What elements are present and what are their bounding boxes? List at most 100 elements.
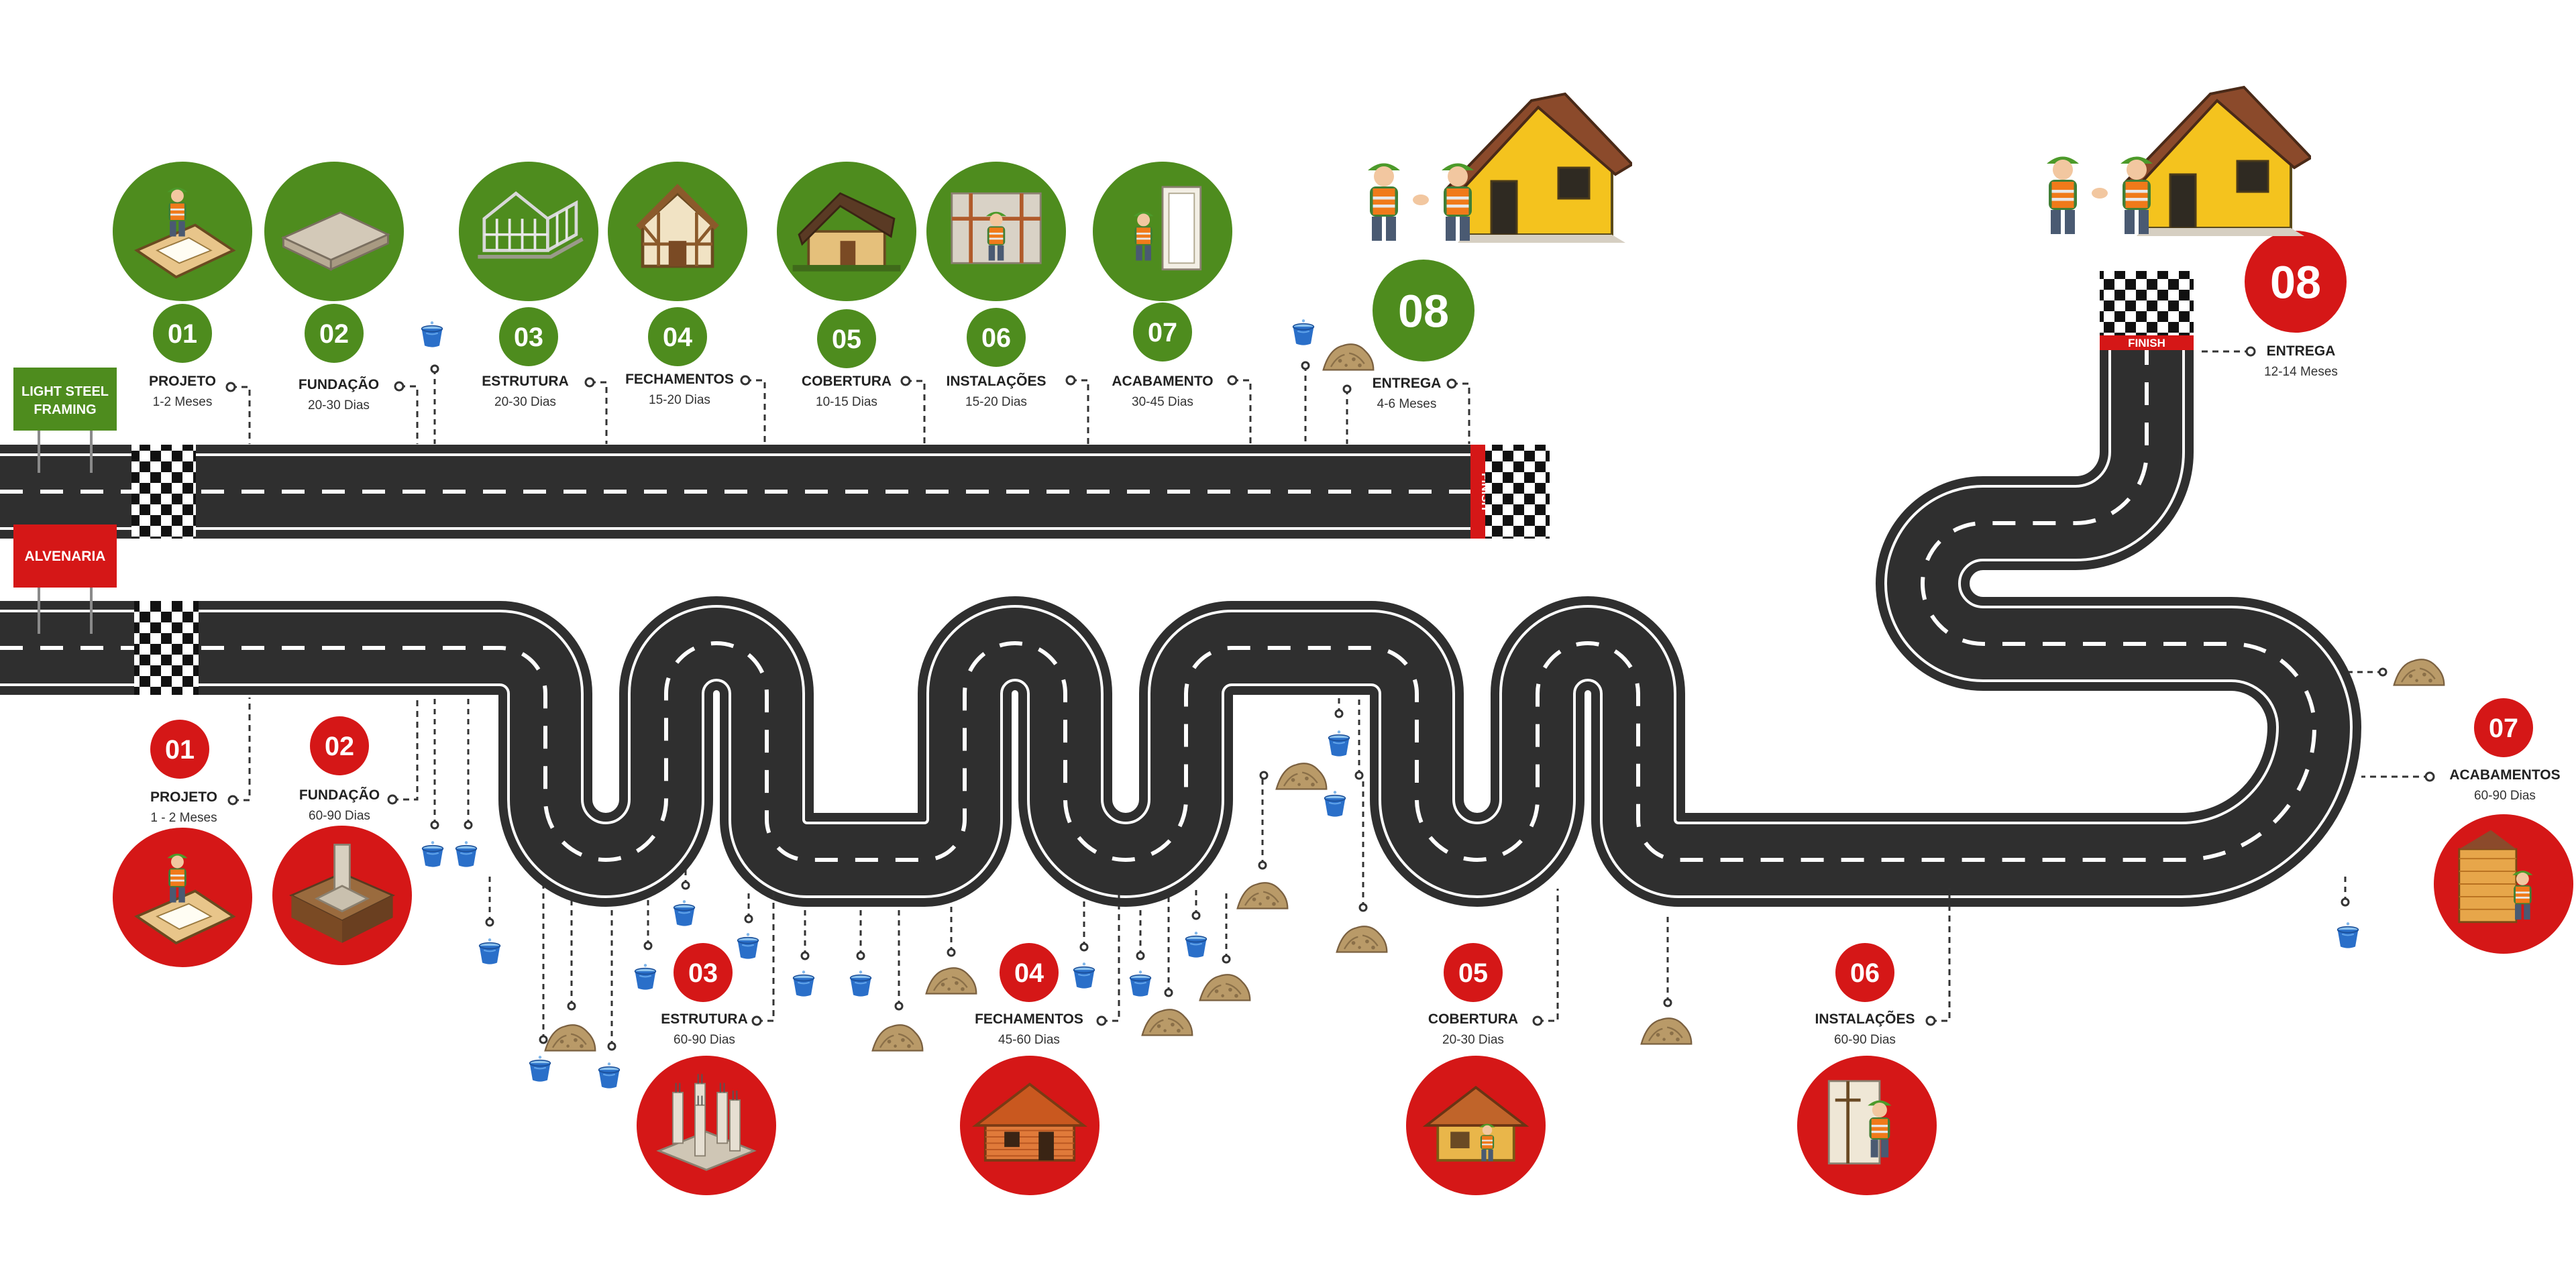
sand-pile-icon <box>1640 914 1693 1045</box>
alv-road <box>0 335 2361 907</box>
alv-stage-duration: 20-30 Dias <box>1442 1033 1504 1047</box>
sand-pile-icon <box>1236 778 1289 909</box>
lsf-stage-leader-dot <box>1446 378 1457 389</box>
alv-stage-number: 08 <box>2270 257 2321 308</box>
alv-stage-number-badge <box>1835 943 1894 1002</box>
lsf-stage-title: PROJETO <box>149 374 216 389</box>
water-bucket-icon <box>421 321 443 444</box>
waste-leader-dot <box>681 881 690 890</box>
steel-frame-icon <box>478 191 584 259</box>
lsf-stage-leader-line <box>399 385 419 444</box>
water-bucket-icon <box>1185 889 1208 958</box>
alv-stage-leader-dot <box>1532 1015 1543 1026</box>
water-bucket-icon <box>421 698 444 868</box>
lsf-stage-title: FECHAMENTOS <box>625 372 734 387</box>
lsf-stage-title: ESTRUTURA <box>482 374 569 389</box>
alv-flag-label: ALVENARIA <box>25 549 106 564</box>
alv-stage-illustration-circle <box>637 1056 776 1195</box>
lsf-stage-number: 07 <box>1148 318 1177 347</box>
alv-stage-number: 04 <box>1014 958 1044 988</box>
alv-stage-leader-line <box>757 889 775 1022</box>
waste-leader-dot <box>1334 709 1344 718</box>
alv-stage-leader-line <box>233 698 251 801</box>
alv-stage-leader-dot <box>227 795 238 806</box>
alv-stage-number: 06 <box>1850 958 1880 988</box>
waste-leader-dot <box>485 918 494 927</box>
waste-leader-dot <box>607 1042 616 1051</box>
lsf-stage-number-badge <box>1373 260 1474 362</box>
waste-leader-dot <box>2341 897 2350 907</box>
waste-leader-dot <box>1258 861 1267 870</box>
finishing-worker-icon <box>1133 186 1202 271</box>
sand-pile-icon <box>2316 659 2445 686</box>
alv-stage-leader-line <box>1931 889 1951 1022</box>
water-bucket-icon <box>849 889 872 997</box>
lsf-stage-number-badge <box>648 307 707 366</box>
waste-leader-dot <box>1079 942 1089 952</box>
water-bucket-icon <box>1292 319 1315 444</box>
lsf-stage-leader-dot <box>900 376 911 386</box>
waste-leader-dot <box>894 1001 904 1011</box>
lsf-finish-bar <box>1470 445 1485 539</box>
alv-stage-number-badge <box>310 716 369 775</box>
lsf-stage-leader-dot <box>394 381 405 392</box>
alv-stage-title: ENTREGA <box>2267 343 2336 359</box>
waste-leader-dot <box>744 914 753 924</box>
lsf-stage-number-badge <box>817 309 876 368</box>
lsf-stage-duration: 4-6 Meses <box>1377 397 1437 411</box>
concrete-slab-icon <box>280 211 390 271</box>
alv-stage-title: FUNDAÇÃO <box>299 787 380 803</box>
alv-flag <box>13 524 117 588</box>
alv-finish-checker <box>2100 271 2194 335</box>
waste-leader-dot <box>1191 911 1201 920</box>
waste-leader-dot <box>947 948 956 957</box>
lsf-stage-leader-line <box>1452 382 1470 444</box>
alv-entrega-handshake-house-icon <box>2047 86 2311 237</box>
architect-drawing-icon <box>134 187 236 279</box>
alv-road-center-dash <box>0 335 2316 862</box>
alv-stage-number: 02 <box>325 732 354 761</box>
alv-stage-number-badge <box>674 943 733 1002</box>
waste-leader-dot <box>1136 951 1145 960</box>
sand-pile-icon <box>1322 343 1375 444</box>
lsf-stage-number-badge <box>499 307 558 366</box>
lsf-stage-number-badge <box>967 308 1026 367</box>
lsf-stage-number: 08 <box>1398 286 1449 337</box>
lsf-stage-leader-line <box>231 386 251 444</box>
installer-worker-icon <box>951 192 1042 264</box>
electrician-worker-icon <box>1827 1080 1892 1165</box>
alv-stage-duration: 60-90 Dias <box>1834 1033 1896 1047</box>
concrete-columns-icon <box>656 1074 757 1171</box>
roofed-cabin-icon <box>792 192 901 272</box>
lsf-stage-title: COBERTURA <box>802 374 892 389</box>
alv-stage-duration: 60-90 Dias <box>2474 789 2536 803</box>
alv-stage-title: ACABAMENTOS <box>2449 767 2560 783</box>
waste-leader-dot <box>2378 667 2387 677</box>
water-bucket-icon <box>792 889 815 997</box>
water-bucket-icon <box>2337 872 2359 949</box>
waste-leader-dot <box>1358 903 1368 912</box>
lsf-stage-duration: 30-45 Dias <box>1132 395 1193 409</box>
alv-stage-duration: 60-90 Dias <box>309 809 370 823</box>
lsf-stage-number-badge <box>153 304 212 363</box>
lsf-stage-leader-dot <box>225 382 236 392</box>
alv-stage-duration: 1 - 2 Meses <box>150 811 217 825</box>
lsf-flag-label-line2: FRAMING <box>34 402 96 417</box>
waste-leader-dot <box>539 1035 548 1044</box>
lsf-flag-label-line1: LIGHT STEEL <box>21 384 109 399</box>
waste-leader-dot <box>1259 771 1269 780</box>
waste-leader-dot <box>1663 998 1672 1007</box>
alv-stage-number-badge <box>1444 943 1503 1002</box>
alv-stage-duration: 12-14 Meses <box>2264 365 2338 379</box>
plastering-worker-icon <box>2458 830 2533 924</box>
